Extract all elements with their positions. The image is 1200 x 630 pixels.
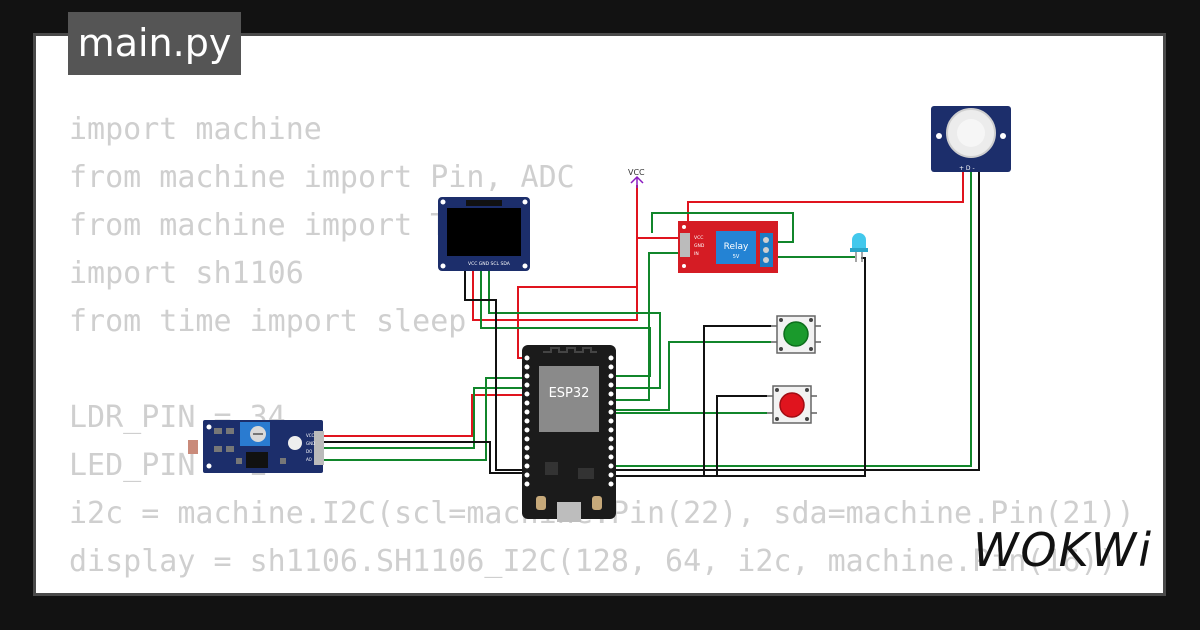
code-line: LIGHT_THRESHOLD = 500 [69,586,1135,593]
wires [323,172,980,477]
file-tab[interactable]: main.py [68,12,241,75]
code-line: import sh1106 [69,256,304,291]
code-line: from time import sleep [69,304,467,339]
oled-pin-labels: VCC GND SCL SDA [468,261,511,267]
wire-ldr-ao [323,377,528,461]
esp32-label: ESP32 [549,386,590,401]
esp32-pins-right [608,355,614,487]
esp32-pins-left [524,355,530,487]
pir-pin-labels: + D - [959,165,975,172]
wire-ldr-do [323,387,528,449]
relay-pin-in: IN [694,251,699,257]
wire-pir-gnd [612,172,980,471]
esp32-board[interactable]: ESP32 [522,345,616,522]
relay-sublabel: 5V [733,254,740,260]
esp32-usb-port [557,502,581,522]
ldr-pin-do: DO [306,449,312,454]
wire-ldr-vcc [323,394,528,437]
wire-relay-in [612,252,682,401]
code-background: import machine from machine import Pin, A… [69,106,1135,593]
oled-screen [447,208,521,256]
wire-vcc-relay [636,185,678,239]
oled-display[interactable]: VCC GND SCL SDA [438,197,530,271]
ldr-pin-vcc: VCC [306,433,315,438]
wire-relay-loop [651,212,794,243]
ldr-module[interactable]: VCC GND DO AO [188,420,324,473]
vcc-label: VCC [628,168,645,177]
wire-oled-sda [488,270,661,389]
red-button[interactable] [767,385,817,424]
wire-pir-out [612,172,972,467]
wire-btn-green-gnd [703,325,777,475]
wokwi-logo: WOKWi [973,523,1153,577]
vcc-marker: VCC [628,168,645,188]
wire-pir-vcc [687,172,964,225]
wire-vcc-esp [517,238,638,359]
code-line: from machine import Pin, ADC [69,160,575,195]
wire-oled-gnd [464,270,528,471]
wokwi-logo-text: WOKWi [973,523,1153,577]
ldr-pin-ao: AO [306,457,312,462]
wire-btn-green [612,341,777,411]
ldr-photoresistor [188,440,198,454]
code-line: LDR_PIN = 34 [69,400,286,435]
relay-block [716,231,756,264]
code-line: display = sh1106.SH1106_I2C(128, 64, i2c… [69,544,1117,579]
relay-label: Relay [724,242,749,252]
code-line: import machine [69,112,322,147]
pir-sensor[interactable]: + D - [931,106,1011,172]
wire-btn-red-gnd [716,395,773,475]
relay-pin-vcc: VCC [694,235,703,241]
ldr-pin-gnd: GND [306,441,315,446]
wire-oled-vcc [472,270,638,321]
esp32-module [539,366,599,432]
relay-module[interactable]: Relay 5V VCC GND IN [678,221,778,273]
esp32-antenna [543,347,597,353]
relay-pin-gnd: GND [694,243,705,249]
wire-led-gnd [612,257,866,477]
code-line: i2c = machine.I2C(scl=machine.Pin(22), s… [69,496,1135,531]
green-button[interactable] [771,315,821,354]
led[interactable] [850,233,868,262]
wire-ldr-gnd [323,441,528,474]
